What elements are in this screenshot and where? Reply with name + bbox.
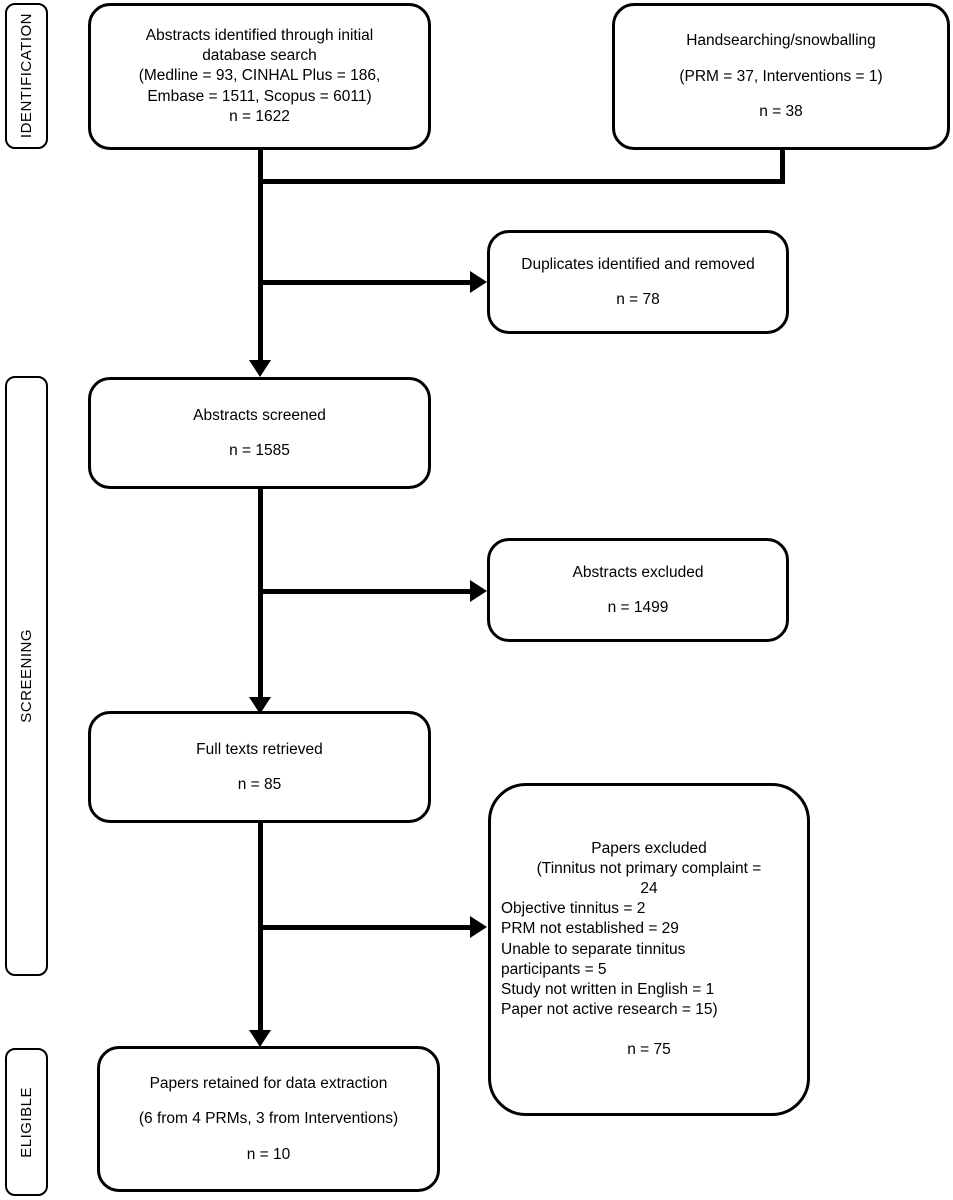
arrow-into-abstracts-excluded [470, 580, 487, 602]
box-papers-excluded-line5: PRM not established = 29 [501, 920, 679, 938]
box-handsearching-line1: Handsearching/snowballing [686, 32, 876, 50]
box-handsearching-line2: (PRM = 37, Interventions = 1) [679, 67, 883, 85]
box-papers-retained-line1: Papers retained for data extraction [149, 1074, 388, 1092]
box-papers-retained: Papers retained for data extraction (6 f… [97, 1046, 440, 1192]
box-full-texts-line1: Full texts retrieved [196, 740, 323, 758]
box-papers-excluded-line9: Paper not active research = 15) [501, 1000, 718, 1018]
box-papers-excluded-line1: Papers excluded [591, 839, 707, 857]
box-full-texts-count: n = 85 [237, 776, 282, 793]
connector-handsearching-stub [780, 148, 785, 184]
box-papers-excluded-line7: participants = 5 [501, 960, 607, 978]
box-database-search-line3: (Medline = 93, CINHAL Plus = 186, [138, 67, 381, 85]
arrow-into-full-texts [249, 697, 271, 714]
box-abstracts-screened: Abstracts screened n = 1585 [88, 377, 431, 489]
connector-to-abstracts-excluded [258, 589, 470, 594]
box-handsearching: Handsearching/snowballing (PRM = 37, Int… [612, 3, 950, 150]
box-full-texts: Full texts retrieved n = 85 [88, 711, 431, 823]
arrow-into-papers-excluded [470, 916, 487, 938]
box-duplicates-line1: Duplicates identified and removed [521, 255, 755, 273]
box-abstracts-excluded-line1: Abstracts excluded [572, 563, 704, 581]
box-papers-excluded-count: n = 75 [627, 1041, 671, 1059]
box-database-search-line1: Abstracts identified through initial [145, 27, 374, 45]
stage-label-identification-text: IDENTIFICATION [18, 13, 35, 139]
connector-trunk-identification [258, 148, 263, 367]
box-database-search: Abstracts identified through initial dat… [88, 3, 431, 150]
stage-label-eligible-text: ELIGIBLE [18, 1086, 35, 1158]
box-papers-excluded-line2: (Tinnitus not primary complaint = [536, 859, 762, 877]
connector-to-papers-excluded [258, 925, 470, 930]
box-papers-retained-count: n = 10 [246, 1145, 291, 1163]
box-papers-excluded-line4: Objective tinnitus = 2 [501, 900, 646, 918]
box-duplicates-count: n = 78 [616, 291, 660, 308]
stage-label-eligible: ELIGIBLE [5, 1048, 48, 1196]
stage-label-screening-text: SCREENING [18, 629, 35, 723]
box-papers-excluded-line8: Study not written in English = 1 [501, 980, 715, 998]
stage-label-identification: IDENTIFICATION [5, 3, 48, 149]
box-handsearching-count: n = 38 [759, 103, 803, 121]
box-papers-retained-line2: (6 from 4 PRMs, 3 from Interventions) [138, 1110, 399, 1128]
box-papers-excluded-line6: Unable to separate tinnitus [501, 940, 686, 958]
arrow-into-duplicates [470, 271, 487, 293]
stage-label-screening: SCREENING [5, 376, 48, 976]
box-abstracts-excluded-count: n = 1499 [607, 599, 669, 616]
connector-to-duplicates [258, 280, 470, 285]
connector-trunk-screening [258, 489, 263, 705]
box-papers-excluded: Papers excluded (Tinnitus not primary co… [488, 783, 810, 1116]
arrow-into-papers-retained [249, 1030, 271, 1047]
connector-trunk-eligible [258, 823, 263, 1038]
box-database-search-line4: Embase = 1511, Scopus = 6011) [147, 87, 372, 105]
box-database-search-count: n = 1622 [229, 107, 290, 125]
box-abstracts-excluded: Abstracts excluded n = 1499 [487, 538, 789, 642]
box-duplicates: Duplicates identified and removed n = 78 [487, 230, 789, 334]
box-abstracts-screened-line1: Abstracts screened [193, 406, 326, 424]
connector-join-bar [258, 179, 785, 184]
box-papers-excluded-line3: 24 [640, 880, 658, 898]
box-database-search-line2: database search [202, 47, 317, 65]
box-abstracts-screened-count: n = 1585 [229, 442, 290, 459]
arrow-into-abstracts-screened [249, 360, 271, 377]
